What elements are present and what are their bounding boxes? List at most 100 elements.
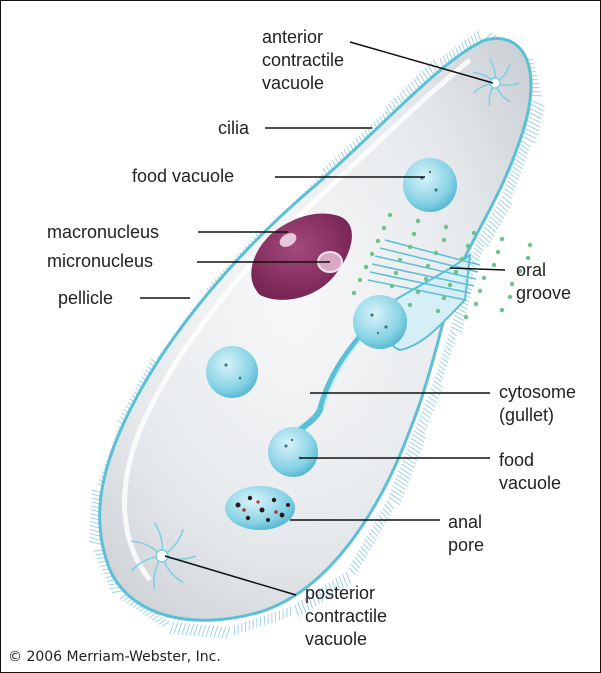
- cilium: [186, 624, 190, 636]
- cilium: [477, 31, 481, 41]
- food-particle: [500, 237, 504, 241]
- cilium: [162, 622, 169, 627]
- food-vacuole-top: [403, 158, 457, 212]
- food-particle: [434, 251, 438, 255]
- cilium: [182, 623, 186, 635]
- cilium: [170, 622, 174, 634]
- cilium: [112, 591, 123, 593]
- food-particle: [382, 226, 386, 230]
- cilium: [496, 206, 506, 215]
- cilium: [391, 490, 403, 498]
- cilium: [471, 36, 475, 46]
- cilium: [405, 453, 417, 461]
- food-particle: [408, 245, 412, 249]
- food-particle: [510, 282, 514, 286]
- label-micronucleus: micronucleus: [47, 250, 153, 273]
- cilium: [198, 625, 202, 637]
- food-particle: [496, 250, 500, 254]
- food-particle: [442, 238, 446, 242]
- food-particle: [408, 303, 412, 307]
- cilium: [479, 238, 489, 247]
- cilium: [411, 438, 423, 446]
- cilium: [397, 475, 409, 483]
- food-particle: [426, 264, 430, 268]
- cilium: [403, 460, 415, 468]
- cilium: [393, 486, 405, 494]
- cilium: [481, 234, 491, 243]
- cilium: [435, 377, 442, 382]
- cilium: [206, 625, 210, 637]
- cilium: [388, 497, 400, 505]
- cilium: [222, 627, 226, 639]
- cilium: [450, 331, 457, 336]
- cilium: [438, 369, 445, 374]
- food-particle: [448, 283, 452, 287]
- food-particle: [416, 290, 420, 294]
- food-particle: [482, 276, 486, 280]
- cilium: [436, 373, 443, 378]
- cilium: [488, 220, 498, 229]
- label-cilia: cilia: [218, 117, 249, 140]
- cilium: [414, 431, 426, 439]
- cilium: [149, 613, 156, 618]
- cilium: [298, 602, 303, 615]
- cilium: [484, 227, 494, 236]
- cilium: [407, 449, 419, 457]
- food-particle: [358, 278, 362, 282]
- anal-pore-vacuole: [225, 486, 295, 530]
- label-macronucleus: macronucleus: [47, 221, 159, 244]
- cilium: [202, 625, 206, 637]
- cilium: [446, 342, 453, 347]
- label-food-vacuole-bottom: food vacuole: [499, 449, 561, 495]
- cilium: [474, 33, 478, 43]
- label-food-vacuole-top: food vacuole: [132, 165, 234, 188]
- food-particle: [376, 239, 380, 243]
- cilium: [395, 479, 407, 487]
- cilium: [174, 623, 178, 635]
- cilium: [390, 493, 402, 501]
- label-cytosome: cytosome (gullet): [499, 381, 576, 427]
- food-particle: [474, 302, 478, 306]
- food-particle: [466, 244, 470, 248]
- food-particle: [398, 258, 402, 262]
- cilium: [214, 626, 218, 638]
- cilium: [178, 623, 182, 635]
- label-anterior-contractile-vacuole: anterior contractile vacuole: [262, 26, 344, 95]
- food-particle: [460, 257, 464, 261]
- cilium: [408, 446, 420, 454]
- cilium: [444, 350, 451, 355]
- food-particle: [464, 315, 468, 319]
- cilium: [410, 442, 422, 450]
- cilium: [412, 434, 424, 442]
- cilium: [400, 468, 412, 476]
- food-particle: [492, 263, 496, 267]
- cilium: [498, 203, 508, 212]
- cilium: [449, 335, 456, 340]
- label-anal-pore: anal pore: [448, 511, 484, 557]
- food-particle: [478, 289, 482, 293]
- cilium: [441, 358, 448, 363]
- cilium: [190, 624, 194, 636]
- food-particle: [416, 219, 420, 223]
- cilium: [443, 354, 450, 359]
- food-vacuole-left: [206, 346, 258, 398]
- food-particle: [388, 213, 392, 217]
- food-particle: [436, 309, 440, 313]
- copyright-notice: © 2006 Merriam-Webster, Inc.: [8, 649, 221, 665]
- food-vacuole-bottom: [268, 427, 318, 477]
- food-particle: [394, 271, 398, 275]
- food-particle: [472, 231, 476, 235]
- food-particle: [528, 243, 532, 247]
- food-particle: [442, 296, 446, 300]
- food-particle: [352, 291, 356, 295]
- cilium: [401, 464, 413, 472]
- cilium: [394, 482, 406, 490]
- cilium: [295, 605, 300, 618]
- food-particle: [508, 295, 512, 299]
- cilium: [218, 626, 222, 638]
- cilium: [483, 231, 493, 240]
- label-oral-groove: oral groove: [516, 259, 571, 305]
- cilium: [494, 210, 504, 219]
- cilium: [439, 365, 446, 370]
